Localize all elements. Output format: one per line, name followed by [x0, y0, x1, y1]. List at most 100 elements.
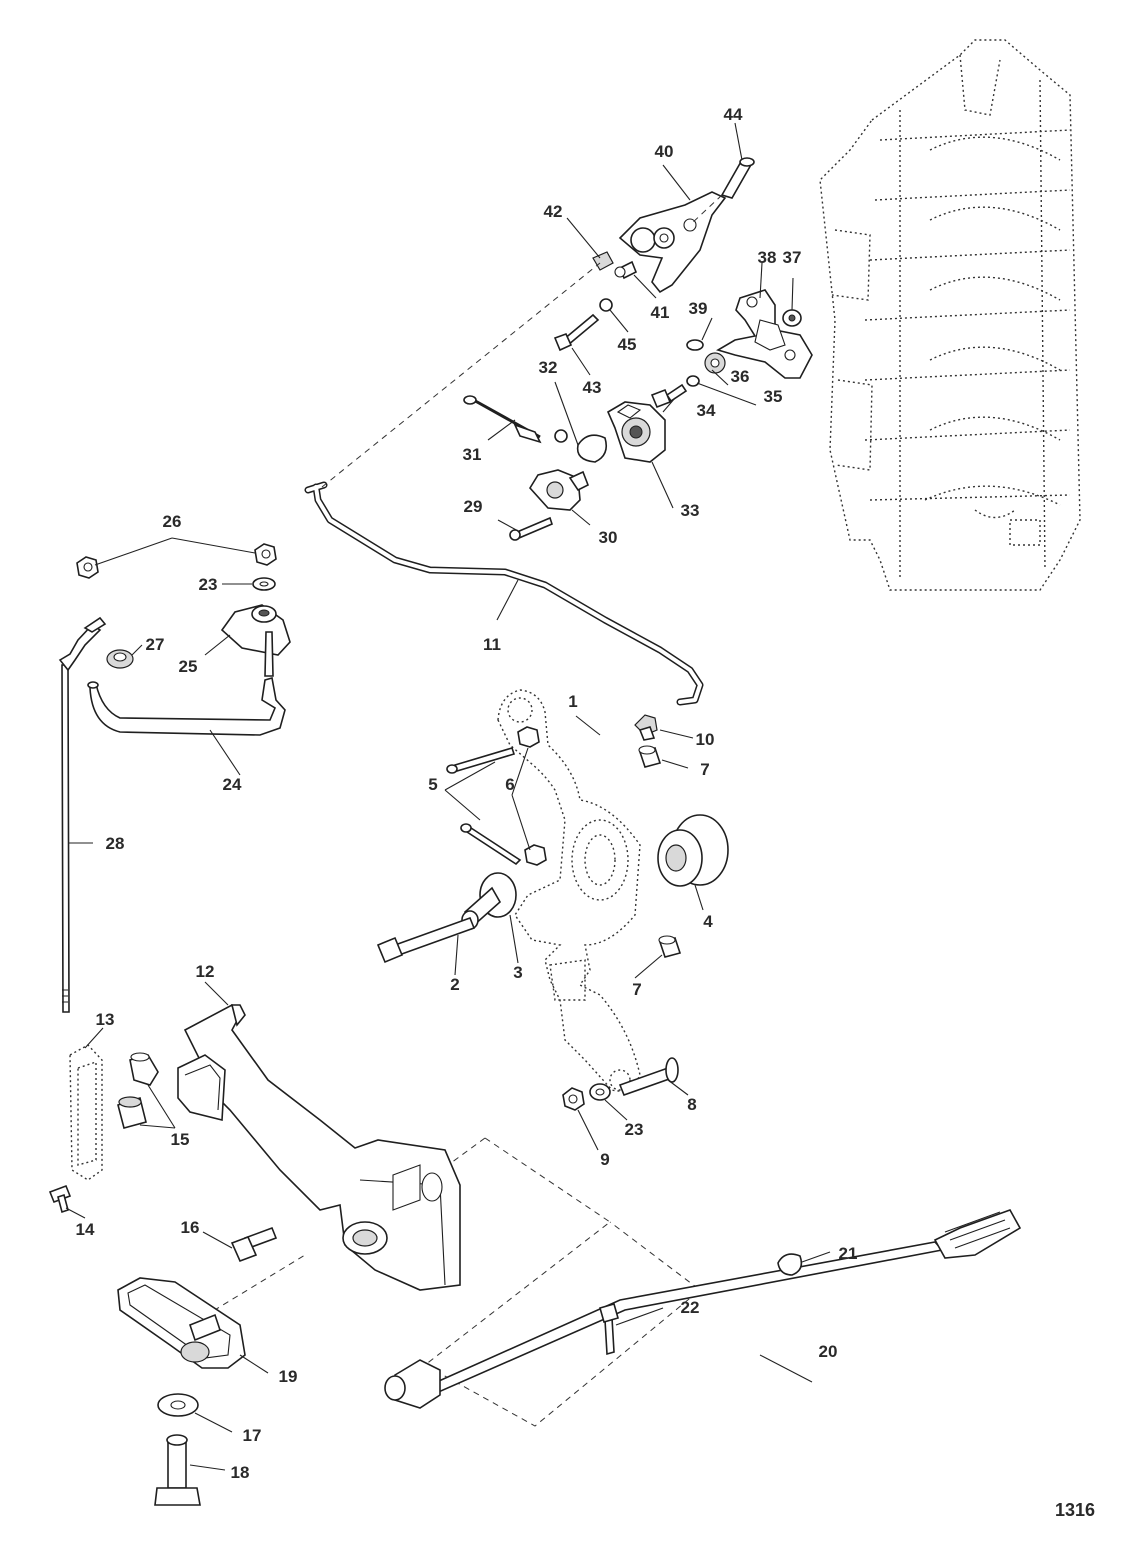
pulley-4	[657, 814, 729, 887]
callout-14: 14	[76, 1220, 95, 1239]
pin-44	[720, 157, 755, 199]
callout-42: 42	[544, 202, 563, 221]
callout-22: 22	[681, 1298, 700, 1317]
nut-6-bottom	[524, 844, 547, 866]
bushing-15-top	[129, 1052, 159, 1086]
switch-housing-19	[117, 1277, 246, 1369]
callout-1: 1	[568, 692, 577, 711]
grommet-27	[106, 649, 134, 669]
callout-35: 35	[764, 387, 783, 406]
clip-21	[777, 1253, 803, 1276]
callout-2: 2	[450, 975, 459, 994]
callout-7-top: 7	[700, 760, 709, 779]
callout-38: 38	[758, 248, 777, 267]
sensor-33	[606, 401, 666, 463]
bolt-16	[230, 1226, 278, 1263]
lever-1	[497, 689, 641, 1092]
spacer-7-bottom	[658, 935, 682, 958]
figure-number: 1316	[1055, 1500, 1095, 1520]
callout-5: 5	[428, 775, 437, 794]
callout-32: 32	[539, 358, 558, 377]
lever-25	[220, 604, 291, 656]
callout-23-lower: 23	[625, 1120, 644, 1139]
ball-stud-41	[614, 260, 638, 280]
arm-24	[87, 631, 286, 736]
callout-24: 24	[223, 775, 242, 794]
callout-40: 40	[655, 142, 674, 161]
callout-41: 41	[651, 303, 670, 322]
cover-13	[69, 1044, 103, 1181]
callout-34: 34	[697, 401, 716, 420]
link-end-32	[554, 429, 608, 463]
rod-28	[58, 616, 107, 1013]
clip-42	[592, 251, 614, 271]
bolt-2	[376, 916, 476, 964]
washer-23-lower	[589, 1083, 611, 1101]
callout-27: 27	[146, 635, 165, 654]
callout-30: 30	[599, 528, 618, 547]
callout-45: 45	[618, 335, 637, 354]
callout-44: 44	[724, 105, 743, 124]
callout-37: 37	[783, 248, 802, 267]
nut-26-right	[254, 543, 277, 566]
callout-39: 39	[689, 299, 708, 318]
callout-29: 29	[464, 497, 483, 516]
engine-block	[819, 39, 1081, 591]
harness-20	[384, 1209, 1022, 1409]
bolt-34	[650, 383, 688, 409]
screw-37	[782, 309, 802, 327]
washer-23-top	[252, 577, 276, 591]
screw-5-bottom	[460, 823, 522, 866]
callout-6: 6	[505, 775, 514, 794]
callout-43: 43	[583, 378, 602, 397]
bracket-12	[177, 1003, 461, 1291]
callout-8: 8	[687, 1095, 696, 1114]
bolt-43	[553, 313, 600, 352]
screw-5-top	[446, 747, 516, 774]
callout-36: 36	[731, 367, 750, 386]
nut-26-left	[76, 556, 99, 579]
callout-15: 15	[171, 1130, 190, 1149]
callout-21: 21	[839, 1244, 858, 1263]
spacer-7-top	[638, 745, 662, 768]
washer-35	[686, 375, 700, 387]
callout-25: 25	[179, 657, 198, 676]
callout-16: 16	[181, 1218, 200, 1237]
callout-28: 28	[106, 834, 125, 853]
screw-14	[48, 1184, 72, 1214]
callout-4: 4	[703, 912, 713, 931]
callout-18: 18	[231, 1463, 250, 1482]
screw-22	[599, 1303, 619, 1356]
clip-39	[686, 339, 704, 351]
callout-12: 12	[196, 962, 215, 981]
callout-19: 19	[279, 1367, 298, 1386]
washer-17	[157, 1393, 199, 1417]
mounting-plate-38	[716, 289, 813, 379]
callout-3: 3	[513, 963, 522, 982]
callout-31: 31	[463, 445, 482, 464]
bolt-18	[154, 1434, 201, 1506]
leader-lines	[65, 122, 831, 1471]
callout-26: 26	[163, 512, 182, 531]
callout-20: 20	[819, 1342, 838, 1361]
callout-17: 17	[243, 1426, 262, 1445]
bushing-15-bottom	[117, 1096, 147, 1129]
callout-labels: 1 2 3 4 5 6 7 7 8 9 10 11 12 13 14 15 16…	[76, 105, 858, 1482]
callout-7-bottom: 7	[632, 980, 641, 999]
callout-9: 9	[600, 1150, 609, 1169]
nut-6-top	[517, 726, 540, 748]
linkage-rod-11	[304, 481, 704, 706]
bolt-8	[618, 1057, 679, 1097]
nut-9	[562, 1087, 585, 1111]
callout-33: 33	[681, 501, 700, 520]
callout-13: 13	[96, 1010, 115, 1029]
ball-stud-10	[634, 714, 658, 741]
link-31	[463, 395, 542, 444]
callout-10: 10	[696, 730, 715, 749]
callout-11: 11	[483, 635, 501, 654]
callout-23-top: 23	[199, 575, 218, 594]
cam-30	[529, 469, 590, 511]
bushing-36	[704, 352, 726, 374]
bracket-40	[618, 191, 727, 294]
